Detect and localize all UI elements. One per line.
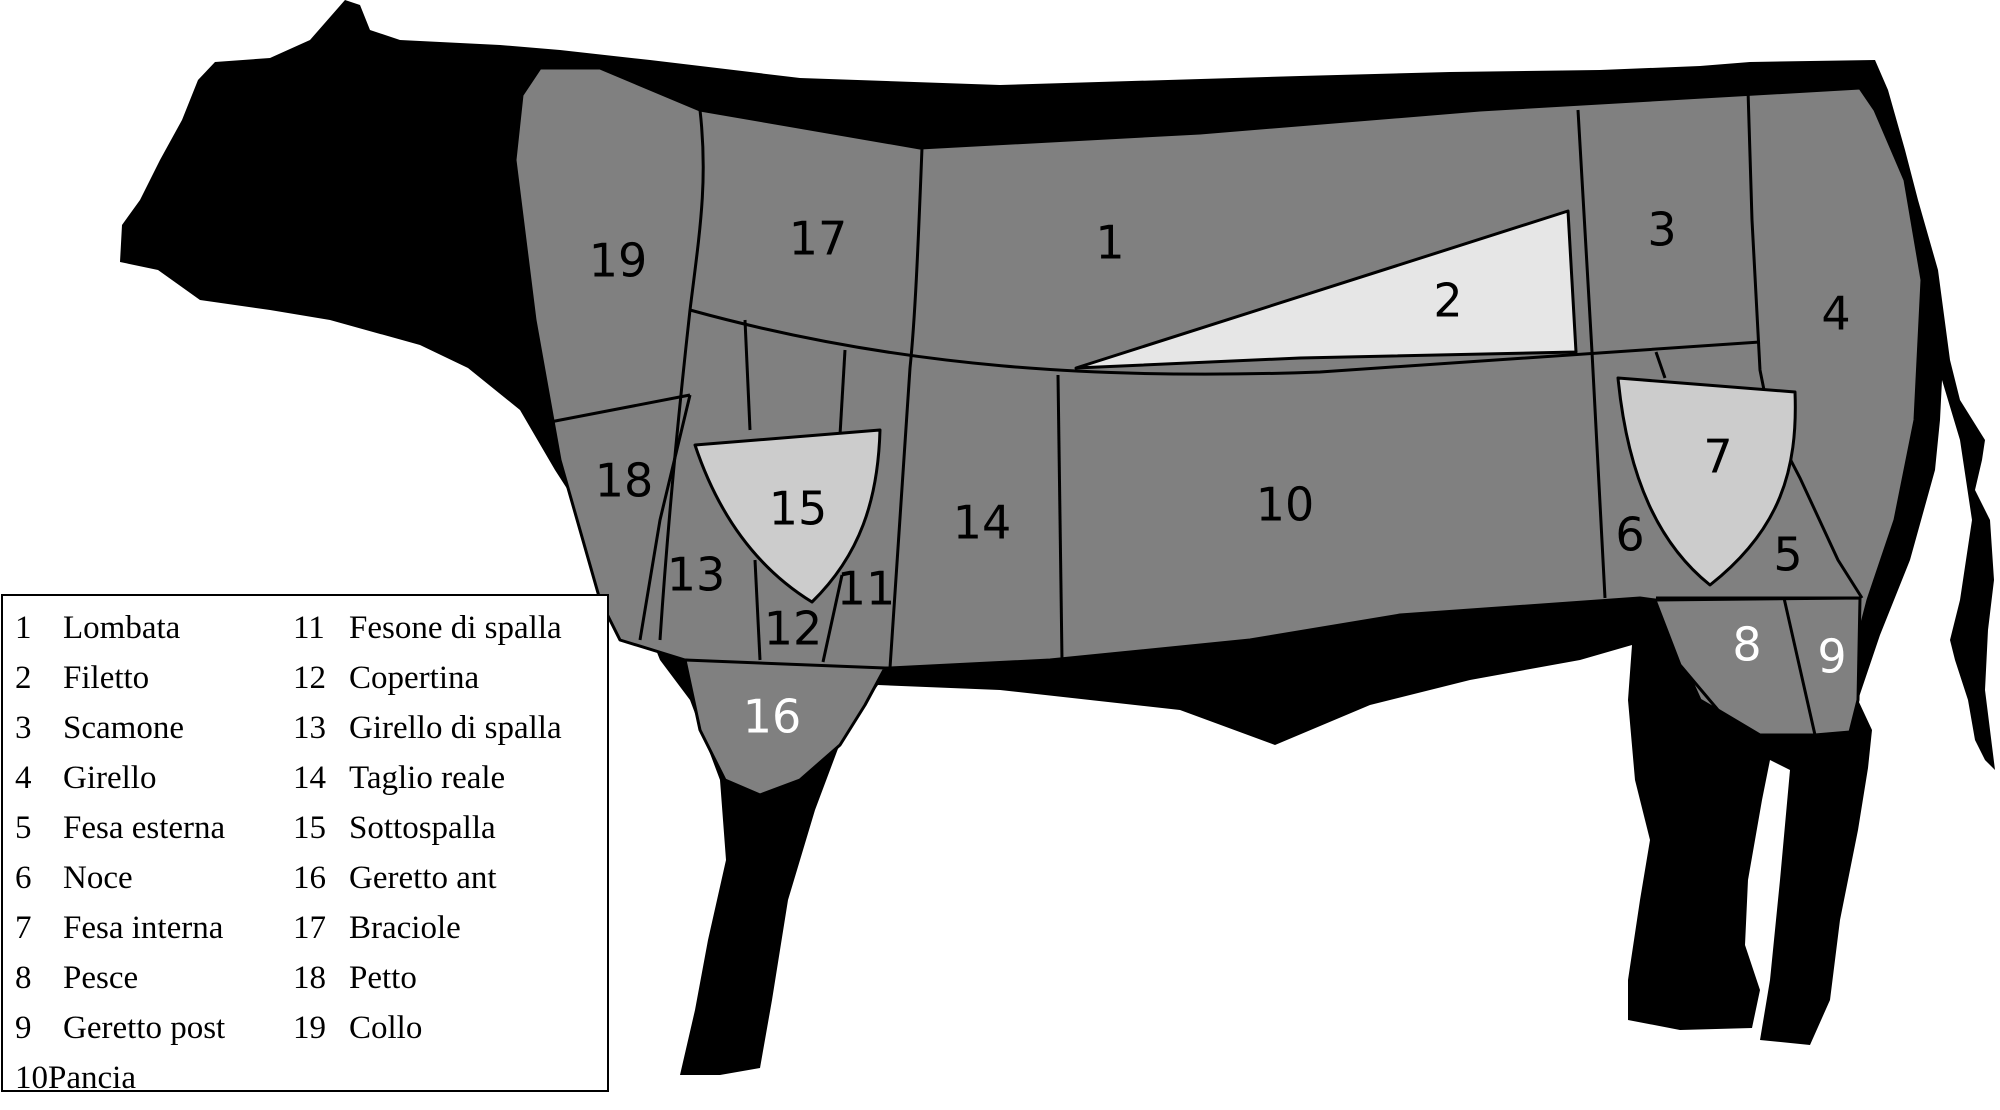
- cut-label-5: 5: [1773, 528, 1802, 582]
- legend-item-number: 19: [293, 1010, 326, 1046]
- legend-item: 15 Sottospalla: [293, 808, 562, 858]
- legend-item: 13 Girello di spalla: [293, 708, 562, 758]
- legend-item-name: Geretto ant: [349, 860, 497, 896]
- cut-label-12: 12: [764, 602, 823, 656]
- legend-item: 3 Scamone: [15, 708, 225, 758]
- legend-item-number: 7: [15, 910, 32, 946]
- cut-16-region: [683, 658, 887, 797]
- cut-label-9: 9: [1817, 630, 1846, 684]
- legend-item-number: 4: [15, 760, 32, 796]
- legend-item-name: Filetto: [63, 660, 150, 696]
- legend-item-number: 12: [293, 660, 326, 696]
- legend-item: 8 Pesce: [15, 958, 225, 1008]
- legend-item-number: 1: [15, 610, 32, 646]
- legend-item-number: 8: [15, 960, 32, 996]
- legend-item-number: 17: [293, 910, 326, 946]
- cut-label-3: 3: [1647, 203, 1676, 257]
- cut-label-15: 15: [769, 482, 828, 536]
- cut-label-8: 8: [1732, 618, 1761, 672]
- cut-label-17: 17: [789, 212, 848, 266]
- legend-item: 5 Fesa esterna: [15, 808, 225, 858]
- legend-item-name: Pesce: [63, 960, 139, 996]
- legend-item: 17 Braciole: [293, 908, 562, 958]
- legend-item-name: Collo: [349, 1010, 423, 1046]
- cut-label-11: 11: [837, 562, 896, 616]
- legend-item-number: 10: [15, 1060, 48, 1096]
- legend-item-name: Noce: [63, 860, 133, 896]
- legend-item-number: 13: [293, 710, 326, 746]
- legend-item-number: 18: [293, 960, 326, 996]
- legend-item: 19 Collo: [293, 1008, 562, 1058]
- legend-item-name: Girello di spalla: [349, 710, 562, 746]
- cut-labels: 1 2 3 4 5 6 7 8 9 10 11 12 13 14 15 16 1…: [589, 203, 1851, 744]
- legend-item-name: Scamone: [63, 710, 184, 746]
- legend-item-name: Fesa interna: [63, 910, 224, 946]
- legend-item-name: Copertina: [349, 660, 480, 696]
- cut-label-1: 1: [1095, 216, 1124, 270]
- legend-column-right: 11 Fesone di spalla 12 Copertina 13 Girello…: [293, 608, 562, 1058]
- cut-label-19: 19: [589, 234, 648, 288]
- legend-item-name: Geretto post: [63, 1010, 226, 1046]
- legend-item-name: Sottospalla: [349, 810, 496, 846]
- cut-7-region: [1616, 376, 1797, 587]
- legend-item: 12 Copertina: [293, 658, 562, 708]
- cut-label-7: 7: [1703, 430, 1732, 484]
- cut-15-region: [693, 428, 882, 604]
- legend-item-number: 15: [293, 810, 326, 846]
- cut-label-6: 6: [1615, 508, 1644, 562]
- legend-item: 16 Geretto ant: [293, 858, 562, 908]
- cut-2-region: [1074, 209, 1578, 370]
- legend-item-number: 14: [293, 760, 326, 796]
- legend-item-number: 3: [15, 710, 32, 746]
- legend-item-number: 11: [293, 610, 325, 646]
- cut-label-10: 10: [1256, 478, 1315, 532]
- legend-item-name: Lombata: [63, 610, 181, 646]
- legend-item-name: Fesone di spalla: [349, 610, 562, 646]
- legend-item: 14 Taglio reale: [293, 758, 562, 808]
- legend-item: 9 Geretto post: [15, 1008, 225, 1058]
- legend-item-number: 5: [15, 810, 32, 846]
- cut-label-2: 2: [1433, 274, 1462, 328]
- cut-label-14: 14: [953, 496, 1012, 550]
- legend-item-name: Fesa esterna: [63, 810, 226, 846]
- cut-label-16: 16: [743, 690, 802, 744]
- cut-label-13: 13: [667, 548, 726, 602]
- legend-item-number: 9: [15, 1010, 32, 1046]
- legend-item: 6 Noce: [15, 858, 225, 908]
- legend-item: 10Pancia: [15, 1058, 225, 1108]
- legend-item: 18 Petto: [293, 958, 562, 1008]
- legend-item-name: Girello: [63, 760, 157, 796]
- legend-item-number: 2: [15, 660, 32, 696]
- legend-item: 1 Lombata: [15, 608, 225, 658]
- legend-item: 2 Filetto: [15, 658, 225, 708]
- legend-item-name: Taglio reale: [349, 760, 506, 796]
- cut-label-4: 4: [1821, 287, 1850, 341]
- legend-item-name: Pancia: [48, 1060, 136, 1096]
- legend-item-name: Petto: [349, 960, 417, 996]
- legend-item-number: 6: [15, 860, 32, 896]
- legend-item: 7 Fesa interna: [15, 908, 225, 958]
- legend-item: 4 Girello: [15, 758, 225, 808]
- legend-item-name: Braciole: [349, 910, 461, 946]
- legend-item: 11 Fesone di spalla: [293, 608, 562, 658]
- legend-item-number: 16: [293, 860, 326, 896]
- cut-label-18: 18: [595, 454, 654, 508]
